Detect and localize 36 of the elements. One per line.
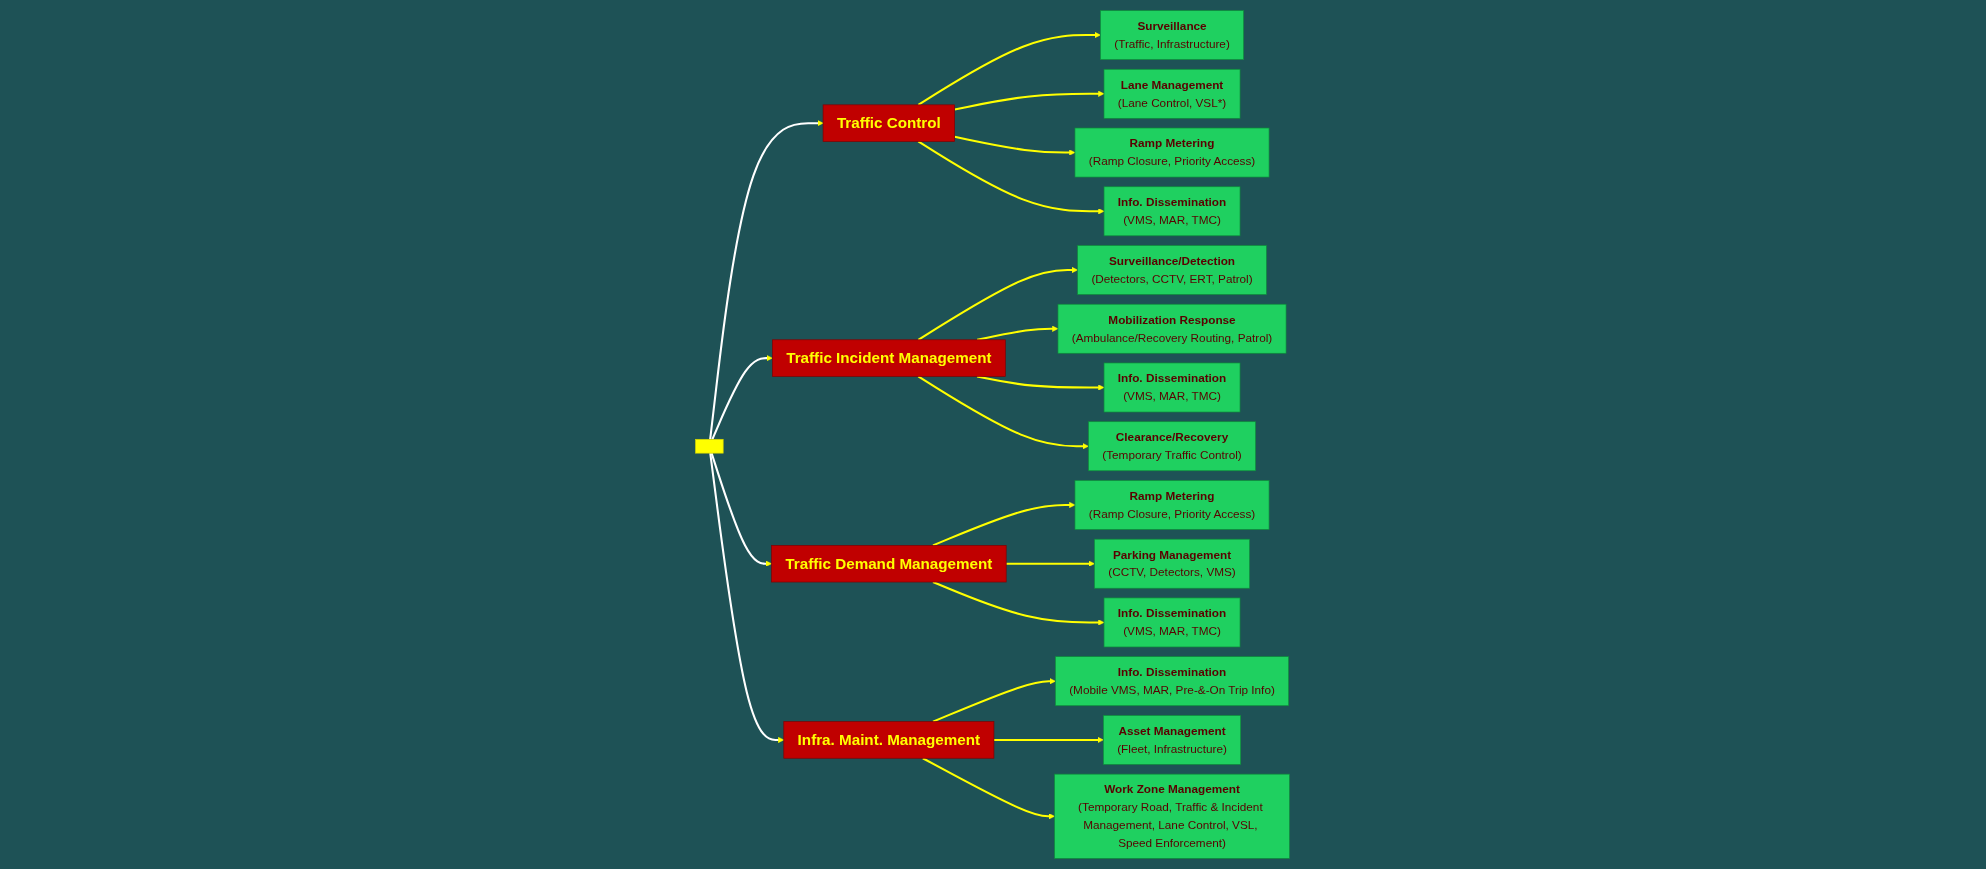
arrow xyxy=(994,736,1105,743)
arrow xyxy=(918,140,1105,215)
node-box: Traffic Demand Management xyxy=(771,545,1007,583)
arrow xyxy=(1006,560,1096,567)
node-box: Clearance/Recovery (Temporary Traffic Control) xyxy=(1088,421,1257,472)
arrow xyxy=(977,375,1105,391)
node-box xyxy=(695,439,724,454)
node-box: Asset Management (Fleet, Infrastructure) xyxy=(1103,715,1242,765)
node-box: Info. Dissemination (Mobile VMS, MAR, Pre-&-On Trip Info) xyxy=(1055,656,1290,707)
node-box: Traffic Incident Management xyxy=(772,339,1007,377)
arrow xyxy=(922,757,1056,820)
arrow xyxy=(918,375,1090,450)
arrow xyxy=(711,355,774,440)
arrow xyxy=(918,267,1079,341)
arrow xyxy=(933,501,1076,547)
node-box: Work Zone Management (Temporary Road, Traffic & Incident Management, Lane Control, VSL, Speed Enforcement) xyxy=(1054,773,1291,859)
arrow xyxy=(711,452,773,567)
arrow xyxy=(954,90,1105,111)
arrow xyxy=(933,581,1105,626)
node-box: Parking Management (CCTV, Detectors, VMS) xyxy=(1094,538,1251,589)
node-box: Ramp Metering (Ramp Closure, Priority Access) xyxy=(1075,480,1270,530)
node-box: Ramp Metering (Ramp Closure, Priority Access) xyxy=(1075,127,1270,178)
arrow xyxy=(918,32,1102,106)
node-box: Traffic Control xyxy=(823,104,956,142)
arrow xyxy=(709,120,824,440)
node-box: Info. Dissemination (VMS, MAR, TMC) xyxy=(1104,362,1241,413)
node-box: Info. Dissemination (VMS, MAR, TMC) xyxy=(1104,597,1241,648)
node-box: Surveillance (Traffic, Infrastructure) xyxy=(1100,10,1245,60)
arrow xyxy=(709,453,785,743)
arrow xyxy=(933,678,1057,723)
arrow xyxy=(954,135,1076,156)
node-box: Info. Dissemination (VMS, MAR, TMC) xyxy=(1104,186,1241,237)
node-box: Infra. Maint. Management xyxy=(783,721,995,759)
node-box: Surveillance/Detection (Detectors, CCTV, ERT, Patrol) xyxy=(1077,245,1268,295)
node-box: Lane Management (Lane Control, VSL*) xyxy=(1104,68,1241,119)
node-box: Mobilization Response (Ambulance/Recovery Routing, Patrol) xyxy=(1058,303,1287,354)
